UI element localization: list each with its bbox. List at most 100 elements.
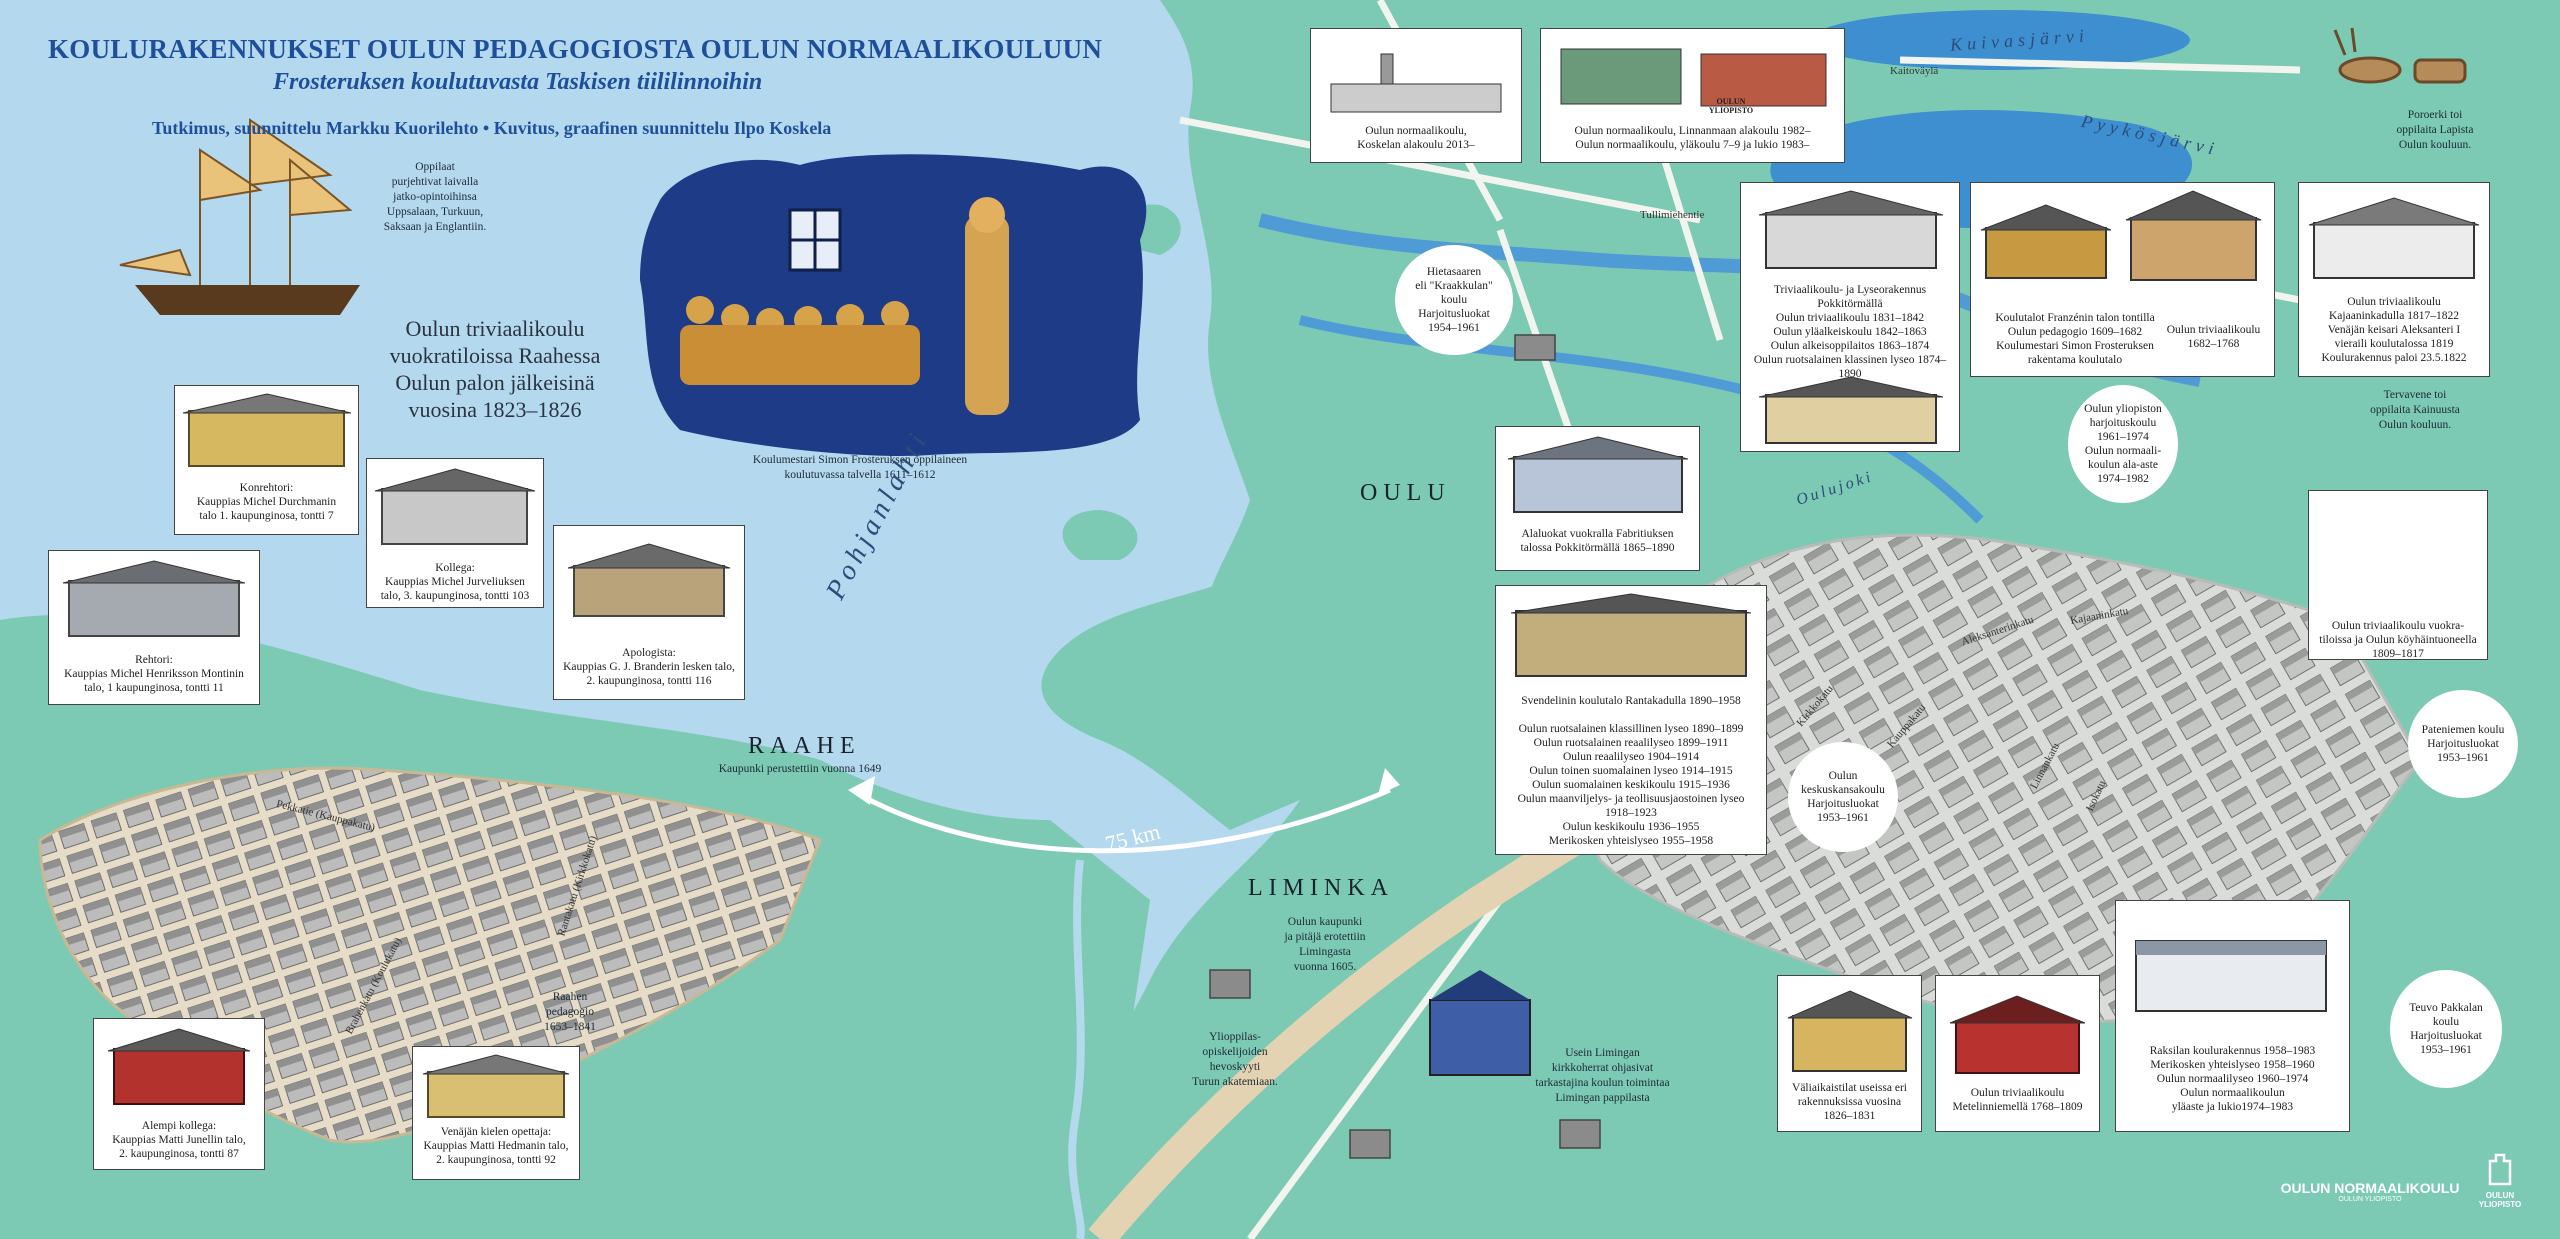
peninsula <box>1041 580 1300 830</box>
place-oulu: OULU <box>1360 480 1451 506</box>
note-students: Ylioppilas- opiskelijoiden hevoskyyti Tu… <box>1192 1031 1278 1088</box>
raahe-card-konrehtori: Konrehtori: Kauppias Michel Durchmanin t… <box>174 385 359 535</box>
card-caption: Oulun normaalikoulu, Linnanmaan alakoulu… <box>1574 125 1811 151</box>
card-caption: Venäjän kielen opettaja: Kauppias Matti … <box>423 1126 569 1166</box>
building-illustration <box>2135 940 2327 1012</box>
normaalikoulu-logo-subtext: OULUN YLIOPISTO <box>2338 1196 2402 1203</box>
card-caption: Alaluokat vuokralla Fabritiuksen talossa… <box>1520 528 1675 554</box>
note-raahe-founded: Kaupunki perustettiin vuonna 1649 <box>718 763 882 775</box>
house-illustration <box>374 468 536 545</box>
teacher-head <box>969 197 1005 233</box>
distance-arrow <box>858 787 1391 854</box>
oulu-card-valiaikaistilat: Väliaikaistilat useissa eri rakennuksiss… <box>1777 975 1922 1132</box>
building-illustration <box>1510 593 1752 677</box>
bubble-teuvo-pakkala: Teuvo Pakkalan koulu Harjoitusluokat 195… <box>2390 970 2502 1088</box>
card-caption: Konrehtori: Kauppias Michel Durchmanin t… <box>196 482 337 522</box>
raahe-card-venajan-opettaja: Venäjän kielen opettaja: Kauppias Matti … <box>412 1046 580 1180</box>
note-liminka: Oulun kaupunki ja pitäjä erotettiin Limi… <box>1284 916 1366 973</box>
house-illustration <box>62 560 246 637</box>
place-raahe: RAAHE <box>748 733 861 759</box>
card-caption: Väliaikaistilat useissa eri rakennuksiss… <box>1792 1082 1907 1122</box>
house-illustration <box>182 393 352 467</box>
map-title: KOULURAKENNUKSET OULUN PEDAGOGIOSTA OULU… <box>48 34 1103 64</box>
card-caption: Kollega: Kauppias Michel Jurveliuksen ta… <box>380 562 530 602</box>
oulu-card-svendelin: Svendelinin koulutalo Rantakadulla 1890–… <box>1495 585 1767 855</box>
note-reindeer: Poroerki toi oppilaita Lapista Oulun kou… <box>2396 109 2474 151</box>
bubble-yliopiston-harjoituskoulu: Oulun yliopiston harjoituskoulu 1961–197… <box>2068 385 2178 503</box>
oulu-card-franzen: Koulutalot Franzénin talon tontilla Oulu… <box>1970 182 2275 377</box>
frosterus-window-frame <box>790 210 840 270</box>
building-illustration <box>1758 190 1944 269</box>
building-illustration <box>2308 197 2480 279</box>
header: KOULURAKENNUKSET OULUN PEDAGOGIOSTA OULU… <box>48 34 1103 139</box>
map-subtitle: Frosteruksen koulutuvasta Taskisen tiili… <box>273 69 763 95</box>
liminka-church <box>1429 970 1531 1076</box>
arrow-head-left <box>848 776 875 805</box>
map-credits: Tutkimus, suunnittelu Markku Kuorilehto … <box>152 118 832 138</box>
card-caption: Svendelinin koulutalo Rantakadulla 1890–… <box>1517 695 1745 847</box>
note-frosterus: Koulumestari Simon Frosteruksen oppilain… <box>752 454 968 481</box>
normaalikoulu-logo: OULUN NORMAALIKOULU OULUN YLIOPISTO <box>2280 1180 2460 1203</box>
oulu-card-koskela: Oulun normaalikoulu, Koskelan alakoulu 2… <box>1310 28 1522 163</box>
normaalikoulu-logo-text: OULUN NORMAALIKOULU <box>2280 1180 2460 1196</box>
card-caption: Oulun triviaalikoulu Metelinniemellä 176… <box>1952 1087 2083 1113</box>
house-illustration <box>567 543 731 617</box>
bubble-hietasaari: Hietasaaren eli "Kraakkulan" koulu Harjo… <box>1395 245 1513 355</box>
tower-icon <box>2488 1153 2512 1186</box>
yliopisto-logo-text: OULUN YLIOPISTO <box>2478 1191 2522 1209</box>
oulu-card-koyhaintalo: Oulun triviaalikoulu vuokra- tiloissa ja… <box>2308 490 2488 660</box>
oulu-card-fabritius: Alaluokat vuokralla Fabritiuksen talossa… <box>1495 426 1700 571</box>
sailing-ship <box>119 118 360 315</box>
yliopisto-logo: OULUN YLIOPISTO <box>2470 1140 2530 1218</box>
small-houses <box>1209 334 1601 1159</box>
card-caption: Rehtori: Kauppias Michel Henriksson Mont… <box>64 654 244 694</box>
building-illustration <box>1980 190 2262 281</box>
building-illustration-lower <box>1758 376 1944 444</box>
lake-kuivasjarvi <box>1810 10 2190 70</box>
oulu-card-metelinniemi: Oulun triviaalikoulu Metelinniemellä 176… <box>1935 975 2100 1132</box>
bubble-keskuskansakoulu: Oulun keskuskansakoulu Harjoitusluokat 1… <box>1788 742 1898 852</box>
building-illustration <box>1330 53 1502 113</box>
card-caption: Oulun triviaalikoulu Kajaaninkadulla 181… <box>2321 296 2467 364</box>
south-land <box>820 760 1150 1239</box>
label-kaitovayla: Kaitoväylä <box>1890 65 1939 77</box>
oulu-card-raksila: Raksilan koulurakennus 1958–1983 Merikos… <box>2115 900 2350 1132</box>
note-raahe-pedagogio: Raahen pedagogio 1653–1841 <box>544 991 596 1033</box>
raahe-card-alempi-kollega: Alempi kollega: Kauppias Matti Junellin … <box>93 1018 265 1170</box>
students-group <box>680 296 920 385</box>
raahe-card-kollega: Kollega: Kauppias Michel Jurveliuksen ta… <box>366 458 544 608</box>
building-illustration <box>1507 436 1689 513</box>
card-caption: Alempi kollega: Kauppias Matti Junellin … <box>112 1120 246 1160</box>
yliopisto-sign: OULUN YLIOPISTO <box>1708 97 1754 115</box>
card-caption-2: Oulun triviaalikoulu 1682–1768 <box>2166 324 2261 350</box>
raahe-card-apologista: Apologista: Kauppias G. J. Branderin les… <box>553 525 745 700</box>
oulu-card-linnanmaa: Oulun normaalikoulu, Linnanmaan alakoulu… <box>1540 28 1845 163</box>
building-illustration <box>1560 48 1827 107</box>
bubble-pateniemi: Pateniemen koulu Harjoitusluokat 1953–19… <box>2408 690 2518 798</box>
river-oulujoki-branch <box>1298 315 1984 524</box>
house-illustration <box>422 1054 570 1118</box>
reindeer-sled <box>2333 27 2467 84</box>
card-caption: Apologista: Kauppias G. J. Branderin les… <box>563 647 735 687</box>
house-illustration <box>107 1028 251 1105</box>
arrow-head-right <box>1378 768 1400 795</box>
card-caption: Koulutalot Franzénin talon tontilla Oulu… <box>1995 312 2155 366</box>
note-tervavene: Tervavene toi oppilaita Kainuusta Oulun … <box>2370 389 2460 431</box>
place-liminka: LIMINKA <box>1248 875 1394 901</box>
building-illustration <box>1787 990 1913 1072</box>
note-raahe-rental: Oulun triviaalikoulu vuokratiloissa Raah… <box>389 316 601 422</box>
label-tullimiehentie: Tullimiehentie <box>1640 209 1705 221</box>
building-illustration <box>1949 995 2086 1074</box>
teacher-figure <box>965 215 1009 415</box>
card-caption: Oulun normaalikoulu, Koskelan alakoulu 2… <box>1357 125 1475 151</box>
raahe-card-rehtori: Rehtori: Kauppias Michel Henriksson Mont… <box>48 550 260 705</box>
oulu-card-kajaaninkatu: Oulun triviaalikoulu Kajaaninkadulla 181… <box>2298 182 2490 377</box>
note-church: Usein Limingan kirkkoherrat ohjasivat ta… <box>1535 1047 1670 1104</box>
card-caption: Triviaalikoulu- ja Lyseorakennus Pokkitö… <box>1753 284 1947 380</box>
note-ship: Oppilaat purjehtivat laivalla jatko-opin… <box>383 161 487 233</box>
card-caption: Oulun triviaalikoulu vuokra- tiloissa ja… <box>2319 620 2477 660</box>
island-1 <box>1062 510 1138 560</box>
card-caption: Raksilan koulurakennus 1958–1983 Merikos… <box>2149 1045 2316 1113</box>
river-liminka <box>1068 859 1085 1239</box>
oulu-card-pokkitorma: Triviaalikoulu- ja Lyseorakennus Pokkitö… <box>1740 182 1960 452</box>
